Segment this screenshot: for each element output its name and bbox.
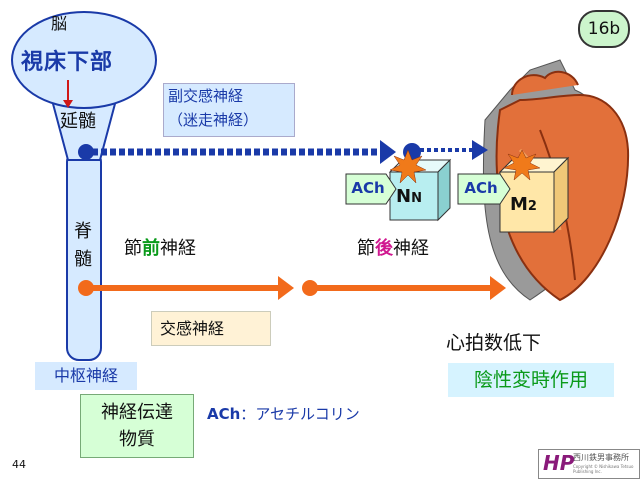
hypothalamus-arrowhead — [63, 100, 73, 108]
para-pre-terminal — [380, 140, 396, 164]
nicotinic-sub: N — [411, 191, 422, 206]
ach-tag-shape-1 — [345, 173, 397, 205]
nicotinic-receptor-cube — [388, 158, 452, 222]
postganglionic-highlight: 後 — [375, 238, 393, 259]
logo-name: 西川鉄男事務所 — [573, 453, 629, 462]
ach-muscarinic-tag: ACh — [464, 179, 498, 197]
ach-sep: ： — [240, 405, 256, 423]
neurotransmitter-line1: 神経伝達 — [101, 402, 173, 423]
preganglionic-suffix: 神経 — [160, 238, 196, 259]
logo-mark: HP — [543, 451, 575, 475]
sympathetic-label: 交感神経 — [151, 311, 271, 346]
preganglionic-label: 節前神経 — [124, 234, 196, 260]
preganglionic-highlight: 前 — [142, 238, 160, 259]
medulla-label: 延髄 — [60, 111, 96, 132]
binding-burst-icon — [389, 149, 427, 184]
parasympathetic-label: 副交感神経 — [168, 87, 244, 105]
ach-tag-shape-2 — [457, 173, 511, 205]
symp-pre-terminal — [278, 276, 294, 300]
muscarinic-sub: 2 — [527, 199, 537, 214]
postganglionic-label: 節後神経 — [357, 234, 429, 260]
nicotinic-receptor-label: NN — [396, 186, 422, 207]
nicotinic-main: N — [396, 186, 412, 207]
publisher-logo: HP 西川鉄男事務所 Copyright © Nishikawa Tetsuo … — [538, 449, 640, 479]
ach-nicotinic-tag: ACh — [351, 179, 385, 197]
ach-abbr: ACh — [207, 405, 241, 423]
heart-rate-effect: 心拍数低下 — [446, 332, 542, 354]
postganglionic-prefix: 節 — [357, 238, 375, 259]
parasympathetic-label-box: 副交感神経 （迷走神経） — [163, 83, 295, 137]
symp-pre-origin — [78, 280, 94, 296]
symp-post-terminal — [490, 276, 506, 300]
ach-definition: ACh：アセチルコリン — [207, 403, 360, 424]
binding-burst-icon — [503, 149, 541, 181]
hypothalamus-label: 視床下部 — [21, 50, 114, 75]
symp-post-origin — [302, 280, 318, 296]
brain-shape — [11, 11, 157, 109]
neurotransmitter-line2: 物質 — [119, 429, 155, 450]
ach-name: アセチルコリン — [255, 405, 360, 423]
postganglionic-suffix: 神経 — [393, 238, 429, 259]
para-post-terminal — [472, 140, 488, 160]
brain-label: 脳 — [51, 14, 68, 33]
preganglionic-prefix: 節 — [124, 238, 142, 259]
neurotransmitter-box: 神経伝達 物質 — [80, 394, 194, 458]
muscarinic-main: M — [510, 194, 528, 215]
chronotropic-effect: 陰性変時作用 — [448, 363, 614, 397]
logo-copyright: Copyright © Nishikawa Tetsuo Publishing … — [573, 464, 634, 474]
page-number: 44 — [12, 458, 26, 471]
vagus-label: （迷走神経） — [168, 111, 259, 129]
cns-label: 中枢神経 — [35, 362, 137, 390]
muscarinic-receptor-label: M2 — [510, 194, 537, 215]
para-pre-origin — [78, 144, 94, 160]
spinal-cord-label: 脊髄 — [74, 221, 92, 270]
slide-badge: 16b — [578, 10, 630, 48]
